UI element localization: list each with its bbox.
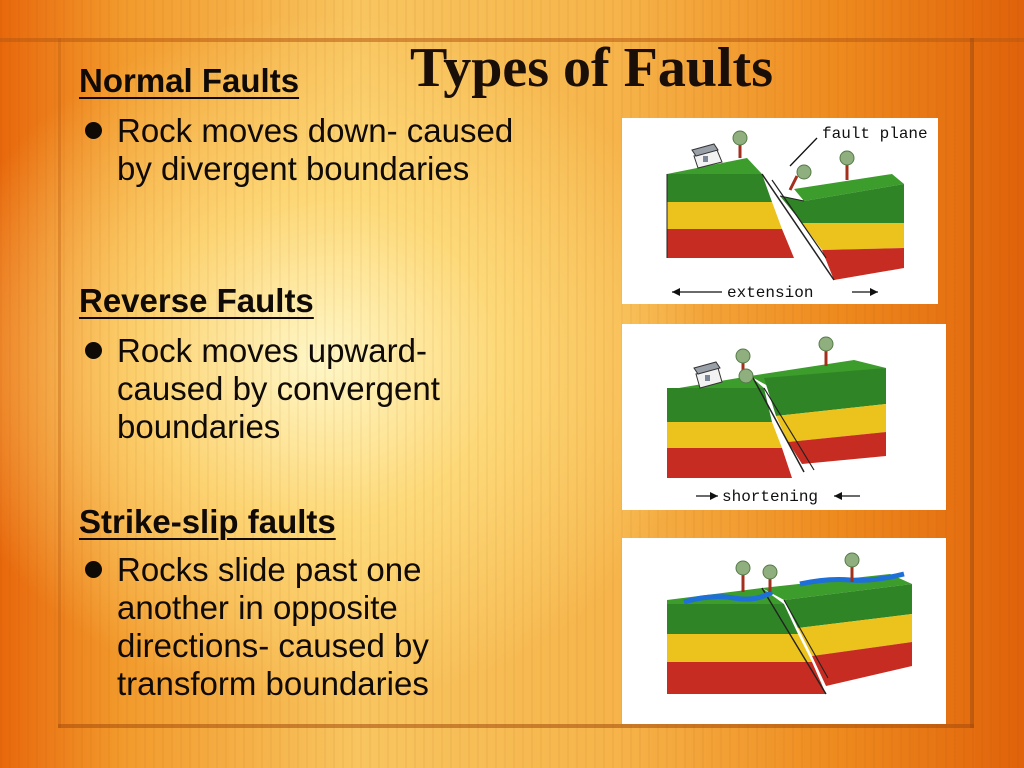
frame-line-top xyxy=(0,38,1024,42)
tree-icon xyxy=(788,164,812,191)
slide-title: Types of Faults xyxy=(410,37,773,99)
frame-line-left xyxy=(58,38,61,728)
house-icon xyxy=(691,143,723,169)
bullet-dot-icon xyxy=(85,122,102,139)
heading-strike-slip-faults: Strike-slip faults xyxy=(79,503,336,540)
house-icon xyxy=(693,361,723,389)
normal-fault-diagram: fault plane extension xyxy=(622,118,938,304)
tree-icon xyxy=(732,130,748,158)
extension-label: extension xyxy=(727,284,813,302)
tree-icon xyxy=(844,552,860,582)
right-block xyxy=(750,360,886,464)
fault-plane-label: fault plane xyxy=(822,125,928,143)
bullet-strike-slip-faults: Rocks slide past one another in opposite… xyxy=(79,551,519,703)
bullet-dot-icon xyxy=(85,561,102,578)
bullet-dot-icon xyxy=(85,342,102,359)
bullet-text: Rock moves down- caused by divergent bou… xyxy=(117,112,514,187)
tree-icon xyxy=(818,336,834,366)
tree-icon xyxy=(738,368,754,384)
left-block xyxy=(666,158,794,258)
strike-slip-fault-diagram xyxy=(622,538,946,724)
right-block xyxy=(762,574,912,686)
heading-normal-faults: Normal Faults xyxy=(79,62,300,99)
reverse-fault-illustration: shortening xyxy=(667,336,886,506)
normal-fault-illustration: fault plane extension xyxy=(666,125,928,302)
tree-icon xyxy=(735,560,751,592)
left-block xyxy=(667,588,826,694)
frame-line-bottom xyxy=(58,724,974,728)
tree-icon xyxy=(762,564,778,592)
strike-slip-illustration xyxy=(667,552,912,695)
right-block xyxy=(780,174,904,280)
tree-icon xyxy=(839,150,855,180)
bullet-text: Rock moves upward- caused by convergent … xyxy=(117,332,440,445)
frame-line-right xyxy=(970,38,974,728)
reverse-fault-diagram: shortening xyxy=(622,324,946,510)
heading-reverse-faults: Reverse Faults xyxy=(79,282,314,319)
shortening-label: shortening xyxy=(722,488,818,506)
bullet-text: Rocks slide past one another in opposite… xyxy=(117,551,429,702)
bullet-normal-faults: Rock moves down- caused by divergent bou… xyxy=(79,112,519,188)
bullet-reverse-faults: Rock moves upward- caused by convergent … xyxy=(79,332,519,446)
